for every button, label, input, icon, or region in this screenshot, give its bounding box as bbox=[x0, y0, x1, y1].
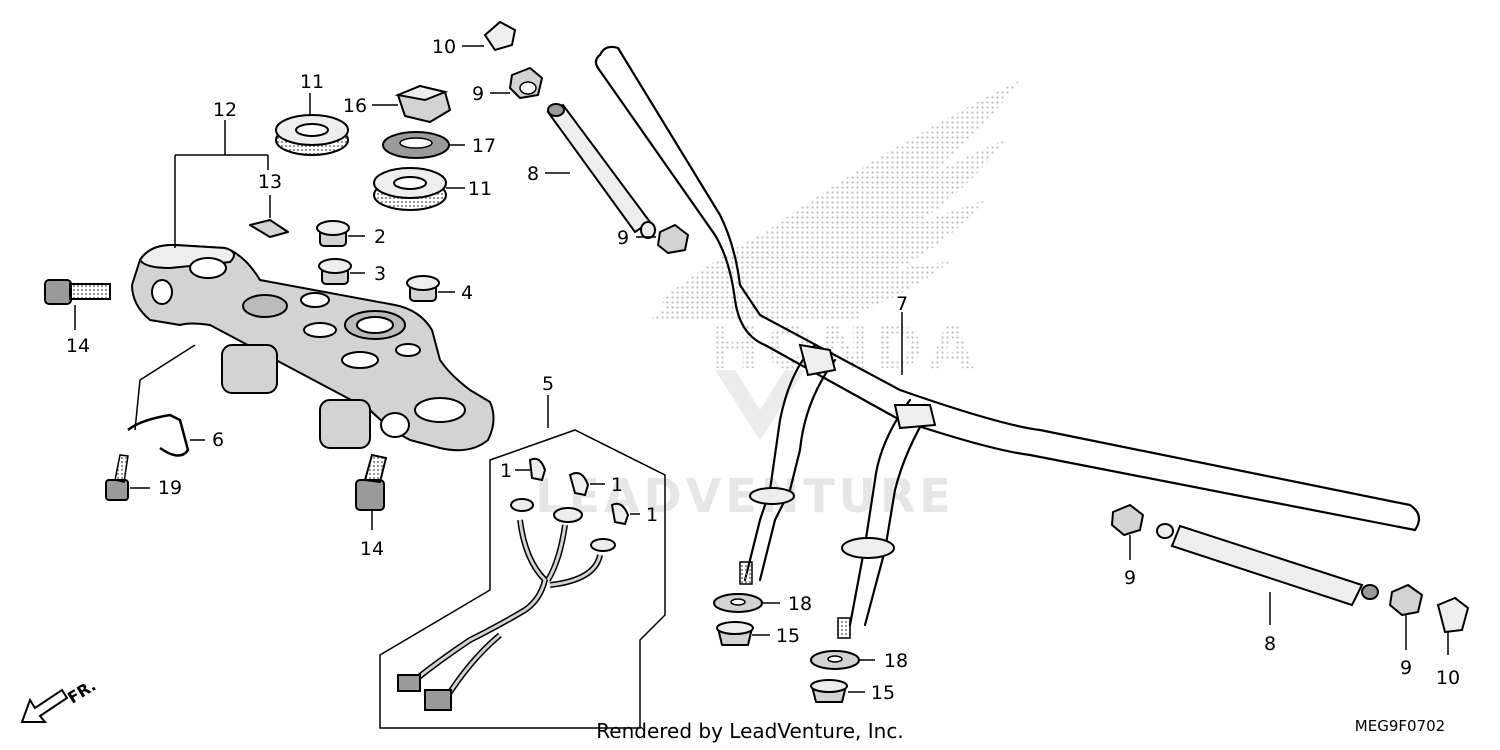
plug-3[interactable] bbox=[318, 258, 352, 285]
bulb-1-c[interactable] bbox=[610, 502, 630, 526]
callout-1-c: 1 bbox=[646, 504, 658, 526]
bolt-14-lower[interactable] bbox=[355, 453, 388, 511]
callout-11-right: 11 bbox=[468, 178, 492, 200]
bulb-1-a[interactable] bbox=[528, 457, 547, 482]
callout-15-left: 15 bbox=[776, 625, 800, 647]
callout-9-mid: 9 bbox=[617, 227, 629, 249]
callout-15-right: 15 bbox=[871, 682, 895, 704]
nut-9-upper[interactable] bbox=[509, 67, 543, 99]
callout-1-b: 1 bbox=[611, 474, 623, 496]
rendered-by-text: Rendered by LeadVenture, Inc. bbox=[596, 719, 903, 743]
callout-6: 6 bbox=[212, 429, 224, 451]
screw-19[interactable] bbox=[105, 454, 129, 501]
rubber-bushing-11-left[interactable] bbox=[275, 114, 349, 156]
washer-18-left[interactable] bbox=[713, 593, 763, 613]
nut-16[interactable] bbox=[394, 84, 451, 123]
clip-10-lower[interactable] bbox=[1436, 596, 1470, 634]
nut-15-left[interactable] bbox=[716, 621, 754, 646]
callout-18-right: 18 bbox=[884, 650, 908, 672]
bulb-1-b[interactable] bbox=[568, 472, 590, 497]
nut-9-right-b[interactable] bbox=[1389, 584, 1423, 616]
handlebar-7[interactable] bbox=[594, 45, 1421, 639]
top-bridge-part[interactable] bbox=[131, 243, 495, 452]
callout-17: 17 bbox=[472, 135, 496, 157]
plug-4[interactable] bbox=[406, 275, 440, 302]
nut-9-mid[interactable] bbox=[657, 224, 689, 254]
callout-16: 16 bbox=[343, 95, 367, 117]
callout-10-lower: 10 bbox=[1436, 667, 1460, 689]
wire-clip-6[interactable] bbox=[127, 413, 190, 457]
nut-9-right-a[interactable] bbox=[1111, 504, 1144, 536]
callout-19: 19 bbox=[158, 477, 182, 499]
callout-8-upper: 8 bbox=[527, 163, 539, 185]
callout-1-a: 1 bbox=[500, 460, 512, 482]
callout-14-lower: 14 bbox=[360, 538, 384, 560]
nut-15-right[interactable] bbox=[810, 679, 848, 703]
callout-11-left: 11 bbox=[300, 71, 324, 93]
rubber-bushing-11-right[interactable] bbox=[373, 167, 447, 211]
callout-4: 4 bbox=[461, 282, 473, 304]
honda-wing-logo: HONDA bbox=[650, 80, 1020, 440]
callout-2: 2 bbox=[374, 226, 386, 248]
callout-13: 13 bbox=[258, 171, 282, 193]
callout-3: 3 bbox=[374, 263, 386, 285]
callout-9-right-a: 9 bbox=[1124, 567, 1136, 589]
callout-18-left: 18 bbox=[788, 593, 812, 615]
callout-7: 7 bbox=[896, 293, 908, 315]
callout-9-upper: 9 bbox=[472, 83, 484, 105]
plug-2[interactable] bbox=[316, 220, 350, 247]
wire-harness-group-5[interactable] bbox=[379, 429, 666, 729]
honda-logo-text: HONDA bbox=[710, 314, 979, 382]
callout-14-left: 14 bbox=[66, 335, 90, 357]
weight-8-lower[interactable] bbox=[1156, 523, 1379, 607]
diagram-code: MEG9F0702 bbox=[1355, 717, 1445, 735]
washer-17[interactable] bbox=[382, 131, 450, 159]
front-direction-arrow: FR. bbox=[20, 676, 99, 723]
weight-8-upper[interactable] bbox=[546, 103, 656, 239]
leadventure-watermark: LEADVENTURE bbox=[535, 469, 955, 523]
callout-5: 5 bbox=[542, 373, 554, 395]
callout-10-upper: 10 bbox=[432, 36, 456, 58]
washer-18-right[interactable] bbox=[810, 650, 860, 670]
callout-12: 12 bbox=[213, 99, 237, 121]
callout-8-lower: 8 bbox=[1264, 633, 1276, 655]
rubber-pad-13[interactable] bbox=[249, 219, 289, 238]
bolt-14-left[interactable] bbox=[44, 279, 111, 305]
callout-9-right-b: 9 bbox=[1400, 657, 1412, 679]
clip-10-upper[interactable] bbox=[483, 20, 517, 52]
front-arrow-label: FR. bbox=[64, 676, 99, 708]
